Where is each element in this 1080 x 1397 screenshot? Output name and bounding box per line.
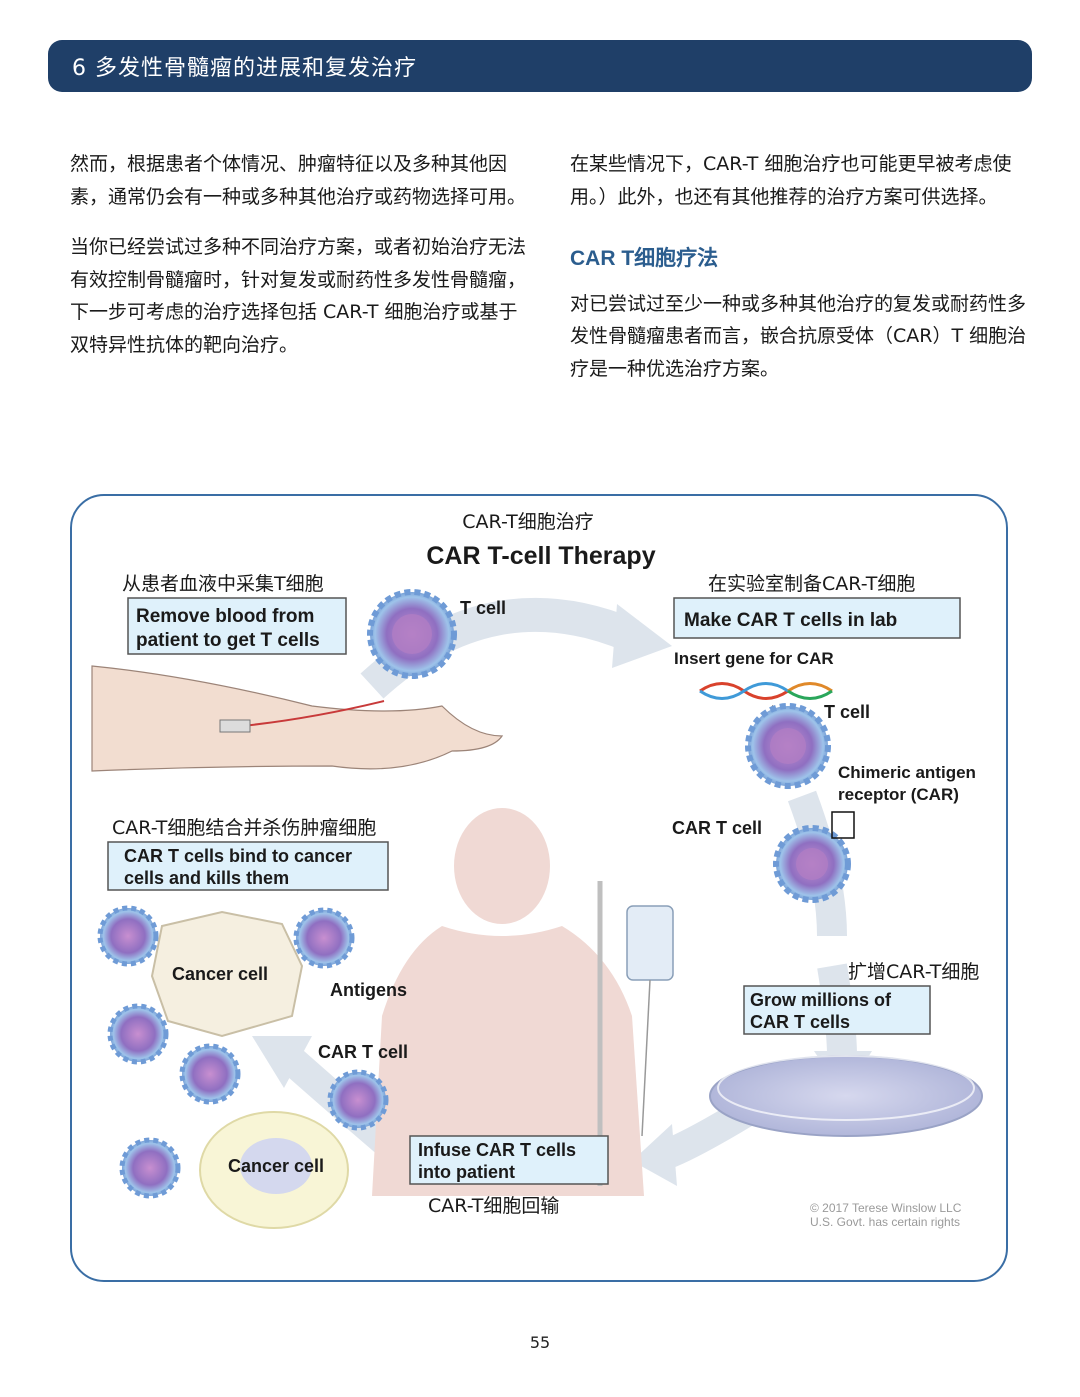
patient-silhouette — [372, 808, 644, 1196]
car-t-illustration: CAR-T细胞治疗 CAR T-cell Therapy 从患者血液中采集T细胞… — [91, 511, 983, 1229]
step4-label-box — [409, 1135, 609, 1185]
chimeric-antigen-label-line2: receptor (CAR) — [838, 785, 959, 804]
t-cell-label: T cell — [460, 598, 506, 618]
step5-label-zh: CAR-T细胞结合并杀伤肿瘤细胞 — [112, 817, 376, 839]
car-t-cell-label: CAR T cell — [318, 1042, 408, 1062]
insert-gene-label: Insert gene for CAR — [674, 649, 834, 668]
copyright-line1: © 2017 Terese Winslow LLC — [810, 1201, 962, 1215]
car-t-cell-illustration — [773, 811, 855, 903]
patient-arm-illustration — [91, 665, 504, 772]
section-heading: CAR T细胞疗法 — [570, 247, 719, 270]
cancer-cell-label: Cancer cell — [172, 964, 268, 984]
cancer-cell-illustration — [199, 1111, 349, 1229]
step3-label-line2: CAR T cells — [750, 1012, 850, 1032]
step5-label-line1: CAR T cells bind to cancer — [124, 846, 352, 866]
flow-arrow-head — [632, 1124, 677, 1186]
flow-arrow-head — [612, 604, 672, 668]
step1-label-line1: Remove blood from — [136, 606, 314, 627]
paragraph: 当你已经尝试过多种不同治疗方案，或者初始治疗无法有效控制骨髓瘤时，针对复发或耐药… — [70, 236, 527, 356]
left-text-column: 然而，根据患者个体情况、肿瘤特征以及多种其他因素，通常仍会有一种或多种其他治疗或… — [70, 148, 530, 379]
step4-label-line2: into patient — [418, 1162, 515, 1182]
step3-label-zh: 扩增CAR-T细胞 — [848, 961, 979, 983]
step1-label-zh: 从患者血液中采集T细胞 — [122, 573, 324, 595]
paragraph: 在某些情况下，CAR-T 细胞治疗也可能更早被考虑使用。）此外，也还有其他推荐的… — [570, 153, 1012, 208]
step3-label-line1: Grow millions of — [750, 990, 892, 1010]
flow-arrow-head — [252, 1036, 312, 1088]
iv-stand-illustration — [597, 881, 674, 1186]
car-t-figure: CAR-T细胞治疗 CAR T-cell Therapy 从患者血液中采集T细胞… — [70, 494, 1008, 1282]
cancer-cell-illustration — [150, 910, 304, 1038]
step2-label-box — [673, 597, 961, 639]
t-cell-illustration — [367, 589, 457, 679]
figure-title-zh: CAR-T细胞治疗 — [462, 511, 593, 533]
figure-title-en: CAR T-cell Therapy — [426, 542, 655, 570]
cancer-cell-label: Cancer cell — [228, 1156, 324, 1176]
car-t-cell-label: CAR T cell — [672, 818, 762, 838]
step4-label-line1: Infuse CAR T cells — [418, 1140, 576, 1160]
chimeric-antigen-label-line1: Chimeric antigen — [838, 763, 976, 782]
step4-label-zh: CAR-T细胞回输 — [428, 1195, 559, 1217]
step2-label-zh: 在实验室制备CAR-T细胞 — [708, 573, 915, 595]
copyright-line2: U.S. Govt. has certain rights — [810, 1215, 960, 1229]
t-cell-illustration — [745, 703, 831, 789]
t-cell-label: T cell — [824, 702, 870, 722]
step5-label-box — [107, 841, 389, 891]
step1-label-box — [127, 597, 347, 655]
paragraph: 然而，根据患者个体情况、肿瘤特征以及多种其他因素，通常仍会有一种或多种其他治疗或… — [70, 153, 527, 208]
step1-label-line2: patient to get T cells — [136, 630, 320, 651]
antigens-label: Antigens — [330, 980, 407, 1000]
paragraph: 对已尝试过至少一种或多种其他治疗的复发或耐药性多发性骨髓瘤患者而言，嵌合抗原受体… — [570, 292, 1027, 380]
chapter-title: 6 多发性骨髓瘤的进展和复发治疗 — [72, 56, 417, 81]
step2-label-en: Make CAR T cells in lab — [684, 610, 897, 631]
chapter-header-bar: 6 多发性骨髓瘤的进展和复发治疗 — [48, 40, 1032, 92]
car-t-cell-illustration — [97, 905, 389, 1199]
step3-label-box — [743, 985, 931, 1035]
petri-dish-illustration — [709, 1055, 983, 1137]
step5-label-line2: cells and kills them — [124, 868, 289, 888]
right-text-column: 在某些情况下，CAR-T 细胞治疗也可能更早被考虑使用。）此外，也还有其他推荐的… — [570, 148, 1030, 403]
page-number: 55 — [529, 1333, 551, 1352]
